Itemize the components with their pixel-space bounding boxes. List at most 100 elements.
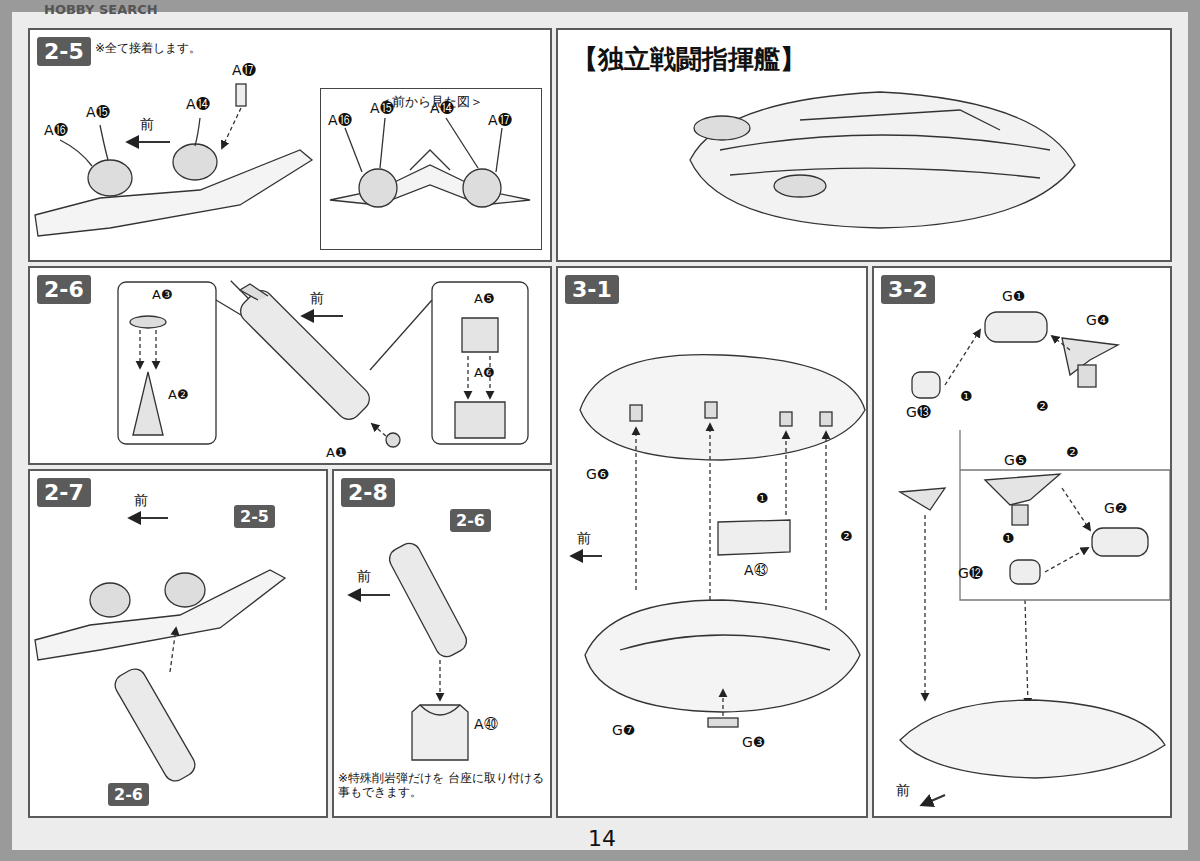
illustration-stroke xyxy=(774,175,826,197)
illustration-stroke xyxy=(800,110,1000,130)
illustration-stroke xyxy=(985,474,1060,505)
illustration-stroke xyxy=(462,318,498,352)
step-panel: 3-2 xyxy=(872,266,1172,818)
illustration-stroke xyxy=(111,665,199,785)
view-caption: ＜前から見た図＞ xyxy=(321,93,541,111)
callout-label: A❸ xyxy=(152,288,173,303)
callout-label: A㊸ xyxy=(744,562,768,578)
callout-label: A⓰ xyxy=(44,122,68,138)
callout-label: G⓬ xyxy=(958,565,983,581)
page-number: 14 xyxy=(588,826,616,851)
illustration-stroke xyxy=(218,268,374,424)
illustration-stroke xyxy=(1078,365,1096,387)
callout-label: G❷ xyxy=(1104,500,1127,516)
illustration-stroke xyxy=(945,330,980,385)
illustration-stroke xyxy=(28,28,1172,818)
callout-label: A⓮ xyxy=(186,96,210,112)
callout-label: 前 xyxy=(310,290,324,306)
illustration-stroke xyxy=(690,92,1075,228)
illustration-stroke xyxy=(924,515,925,700)
callout-label: 前 xyxy=(134,492,148,508)
illustration-stroke xyxy=(912,372,940,398)
illustration-stroke xyxy=(900,488,945,510)
illustration-stroke xyxy=(620,635,830,650)
callout-label: ❶ xyxy=(756,490,769,506)
illustration-stroke xyxy=(1092,528,1148,556)
sub-assembly-tag: 2-5 xyxy=(234,505,275,528)
illustration-stroke xyxy=(386,433,400,447)
callout-label: A⓰ xyxy=(328,112,352,128)
illustration-stroke xyxy=(780,412,792,426)
illustration-stroke xyxy=(730,168,1040,178)
illustration-stroke xyxy=(12,12,1188,850)
illustration-stroke xyxy=(635,428,636,590)
illustration-stroke xyxy=(420,705,460,715)
illustration-stroke xyxy=(118,282,216,444)
sub-assembly-tag: 2-6 xyxy=(108,783,149,806)
callout-label: 前 xyxy=(140,116,154,132)
illustration-stroke xyxy=(630,405,642,421)
illustration-stroke xyxy=(585,600,860,712)
step-panel: 2-6 xyxy=(28,266,552,465)
step-number: 3-2 xyxy=(881,275,935,304)
illustration-stroke xyxy=(489,356,490,398)
illustration-stroke xyxy=(60,140,92,166)
step-number: 2-5 xyxy=(37,37,91,66)
callout-label: G❶ xyxy=(1002,288,1025,304)
step-panel: 2-5 ＜前から見た図＞ xyxy=(28,28,552,262)
illustration-stroke xyxy=(130,316,166,328)
illustration-stroke xyxy=(556,266,868,818)
illustration-stroke xyxy=(556,28,1172,262)
callout-label: 前 xyxy=(577,530,591,546)
illustration-stroke xyxy=(320,88,540,248)
illustration-stroke xyxy=(370,300,432,370)
illustration-stroke xyxy=(900,700,1165,778)
illustration-stroke xyxy=(380,118,385,168)
callout-label: G❹ xyxy=(1086,312,1109,328)
illustration-stroke xyxy=(439,660,440,700)
illustration-stroke xyxy=(386,540,471,661)
illustration-stroke xyxy=(345,128,362,172)
illustration-stroke xyxy=(410,150,450,170)
illustration-stroke xyxy=(694,116,750,140)
callout-label: A❺ xyxy=(474,292,495,307)
illustration-stroke xyxy=(35,570,285,660)
illustration-stroke xyxy=(372,424,386,436)
sub-assembly-tag: 2-6 xyxy=(450,509,491,532)
sub-assembly-number: 2-5 xyxy=(240,507,269,526)
callout-label: A⓱ xyxy=(232,62,256,78)
callout-label: A㊵ xyxy=(474,716,498,732)
callout-label: ❶ xyxy=(1002,530,1015,546)
callout-label: G⓭ xyxy=(906,404,931,420)
illustration-stroke xyxy=(705,402,717,418)
illustration-stroke xyxy=(718,520,790,555)
illustration-stroke xyxy=(872,266,1172,818)
illustration-stroke xyxy=(708,718,738,727)
illustration-stroke xyxy=(133,372,163,435)
illustration-stroke xyxy=(386,540,471,661)
step-number: 2-7 xyxy=(37,478,91,507)
illustration-stroke xyxy=(825,432,826,610)
illustration-stroke xyxy=(173,144,217,180)
illustration-stroke xyxy=(446,118,478,168)
sub-assembly-number: 2-6 xyxy=(114,785,143,804)
illustration-stroke xyxy=(432,282,528,444)
illustration-stroke xyxy=(350,594,390,596)
step-number: 3-1 xyxy=(565,275,619,304)
illustration-stroke xyxy=(195,118,200,146)
illustration-stroke xyxy=(985,312,1047,342)
illustration-stroke xyxy=(359,169,397,207)
illustration-stroke xyxy=(467,356,468,398)
illustration-stroke xyxy=(100,125,108,160)
callout-label: 前 xyxy=(896,782,910,798)
illustration-stroke xyxy=(722,690,723,716)
illustration-stroke xyxy=(412,705,468,760)
illustration-stroke xyxy=(240,284,268,300)
watermark: HOBBY SEARCH xyxy=(44,3,158,18)
step-panel: 2-7 2-5 2-6 xyxy=(28,469,328,818)
illustration-stroke xyxy=(922,795,945,805)
callout-label: ❷ xyxy=(1066,444,1079,460)
illustration-stroke xyxy=(236,286,375,425)
